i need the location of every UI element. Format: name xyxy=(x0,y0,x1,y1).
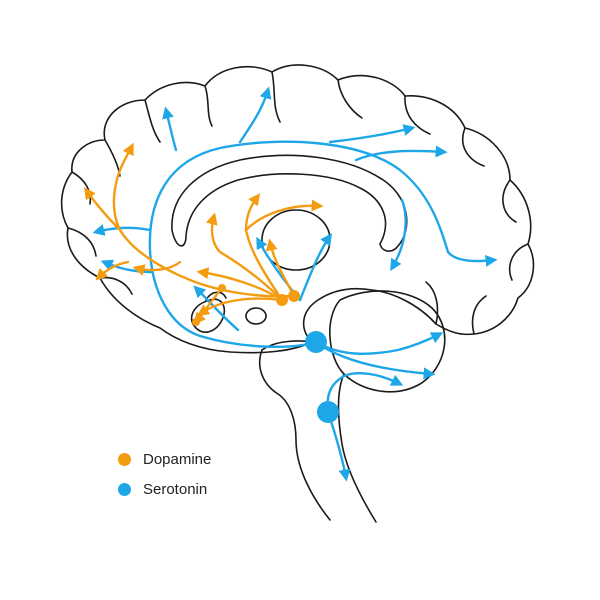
dopamine-pathway xyxy=(196,267,284,302)
gyrus-fold xyxy=(425,281,439,325)
gyrus-fold xyxy=(404,95,431,135)
gyrus-fold xyxy=(104,139,121,177)
brainstem xyxy=(258,349,377,523)
gyrus-fold xyxy=(508,243,529,281)
gyrus-fold xyxy=(502,179,517,223)
dopamine-pathway xyxy=(83,187,122,232)
dopamine-nucleus-small xyxy=(218,284,226,292)
dopamine-pathway xyxy=(205,212,284,302)
corpus-callosum xyxy=(171,154,408,252)
legend-item-dopamine: Dopamine xyxy=(118,444,211,474)
dopamine-pathway xyxy=(95,260,130,281)
gyrus-fold xyxy=(461,127,485,167)
dopamine-nucleus xyxy=(276,294,288,306)
cerebellum xyxy=(329,290,446,393)
cerebrum-outline xyxy=(60,64,535,354)
gyrus-fold xyxy=(337,79,363,119)
legend-item-serotonin: Serotonin xyxy=(118,474,211,504)
serotonin-pathway xyxy=(100,259,154,274)
mammillary-body xyxy=(245,307,267,325)
gyrus-fold xyxy=(144,99,161,143)
gyrus-fold xyxy=(71,171,92,205)
legend-label: Dopamine xyxy=(143,450,212,468)
dopamine-pathway xyxy=(132,260,182,276)
dopamine-nucleus xyxy=(288,290,300,302)
gyrus-fold xyxy=(204,85,213,127)
serotonin-pathway xyxy=(298,233,333,302)
dopamine-pathways xyxy=(83,142,324,326)
serotonin-pathway xyxy=(328,124,416,144)
serotonin-pathways xyxy=(92,86,498,482)
legend-label: Serotonin xyxy=(143,480,208,498)
pineal-fold xyxy=(205,291,227,301)
dopamine-pathway xyxy=(244,199,324,232)
serotonin-pathway xyxy=(92,224,152,236)
serotonin-pathway xyxy=(326,372,404,414)
gyrus-fold xyxy=(471,295,487,335)
legend: Dopamine Serotonin xyxy=(118,444,211,504)
serotonin-pathway xyxy=(314,332,444,356)
serotonin-pathway xyxy=(148,140,498,348)
serotonin-pathway xyxy=(390,198,407,272)
gyrus-fold xyxy=(67,227,97,257)
gyrus-fold xyxy=(271,71,281,123)
serotonin-dot-icon xyxy=(118,482,131,496)
dopamine-dot-icon xyxy=(118,452,131,466)
dopamine-nucleus-small xyxy=(192,318,200,326)
serotonin-nucleus-lower xyxy=(317,401,339,423)
serotonin-pathway xyxy=(193,285,240,332)
serotonin-pathway xyxy=(238,86,272,144)
dopamine-pathway xyxy=(112,142,296,298)
serotonin-pathway xyxy=(162,106,178,152)
serotonin-nucleus-upper xyxy=(305,331,327,353)
serotonin-pathway xyxy=(354,145,448,162)
